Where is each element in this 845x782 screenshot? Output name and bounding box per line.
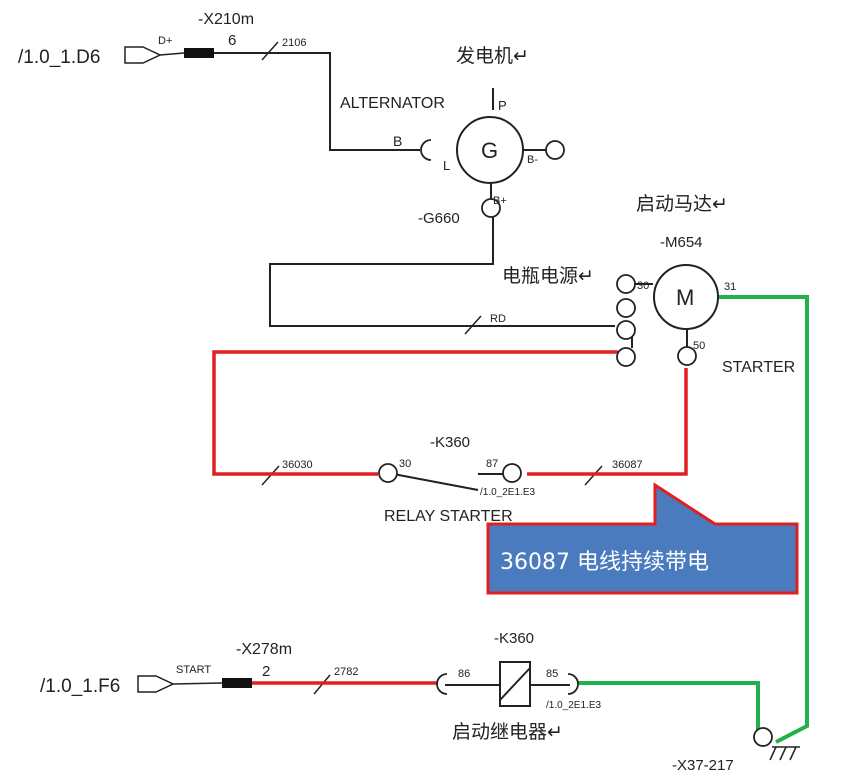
socket-icon [436,673,448,695]
alternator-pin-bminus: B- [527,154,538,166]
relay-bottom-ref: /1.0_2E1.E3 [546,700,601,711]
wire-2106-label: 2106 [282,37,306,49]
wire-2782-label: 2782 [334,666,358,678]
starter-pin-30: 30 [637,280,649,292]
wire-36087-label: 36087 [612,459,643,471]
starter-tag: -M654 [660,234,703,251]
signal-start: START [176,664,211,676]
callout-text: 36087 电线持续带电 [500,550,709,575]
starter-pin-31: 31 [724,281,736,293]
relay-bottom-cn-label: 启动继电器↵ [452,721,563,743]
connector-x37-label: -X37-217 [672,757,734,774]
connector-x278m-label: -X278m [236,641,292,658]
alternator-pin-b: B [393,133,402,149]
connector-x210m-pin: 6 [228,32,236,49]
connector-x278m-pin: 2 [262,663,270,680]
relay-top-pin-87: 87 [486,458,498,470]
relay-bottom-tag: -K360 [494,630,534,647]
arrow-icon [124,46,185,64]
ref-f6: /1.0_1.F6 [40,676,120,697]
ground-icon [769,746,800,761]
alternator-pin-p: P [498,98,507,113]
alternator-pin-l: L [443,158,450,173]
alternator-tag: -G660 [418,210,460,227]
relay-top-ref: /1.0_2E1.E3 [480,487,535,498]
relay-top-pin-30: 30 [399,458,411,470]
starter-cn-label: 启动马达↵ [636,193,728,215]
starter-symbol-text: M [676,285,694,310]
callout-box [486,482,799,595]
socket-icon [378,463,398,483]
red-wires [212,350,688,685]
relay-bottom-pin-86: 86 [458,668,470,680]
arrow-icon [137,675,223,693]
socket-icon [567,673,579,695]
battery-sockets [616,274,636,367]
connector-x278m-block [222,678,252,688]
ref-d6: /1.0_1.D6 [18,47,100,68]
battery-cn-label: 电瓶电源↵ [502,265,594,287]
alternator-cn-label: 发电机↵ [456,45,529,67]
relay-bottom-pin-85: 85 [546,668,558,680]
starter-en-label: STARTER [722,359,795,376]
relay-top-tag: -K360 [430,434,470,451]
signal-d-plus: D+ [158,35,172,47]
green-wires [578,295,809,744]
alternator-en-label: ALTERNATOR [340,95,445,112]
alternator-symbol-text: G [481,138,498,163]
relay-top-label: RELAY STARTER [384,508,513,525]
socket-icon [502,463,522,483]
connector-x210m-block [184,48,214,58]
socket-icon [753,727,773,747]
wire-36030-label: 36030 [282,459,313,471]
alternator-pin-bplus: B+ [493,195,507,207]
socket-icon [545,140,565,160]
starter-pin-50: 50 [693,340,705,352]
wire-rd-label: RD [490,313,506,325]
connector-x210m-label: -X210m [198,11,254,28]
wire-slashes [261,41,603,695]
socket-icon [420,139,432,161]
